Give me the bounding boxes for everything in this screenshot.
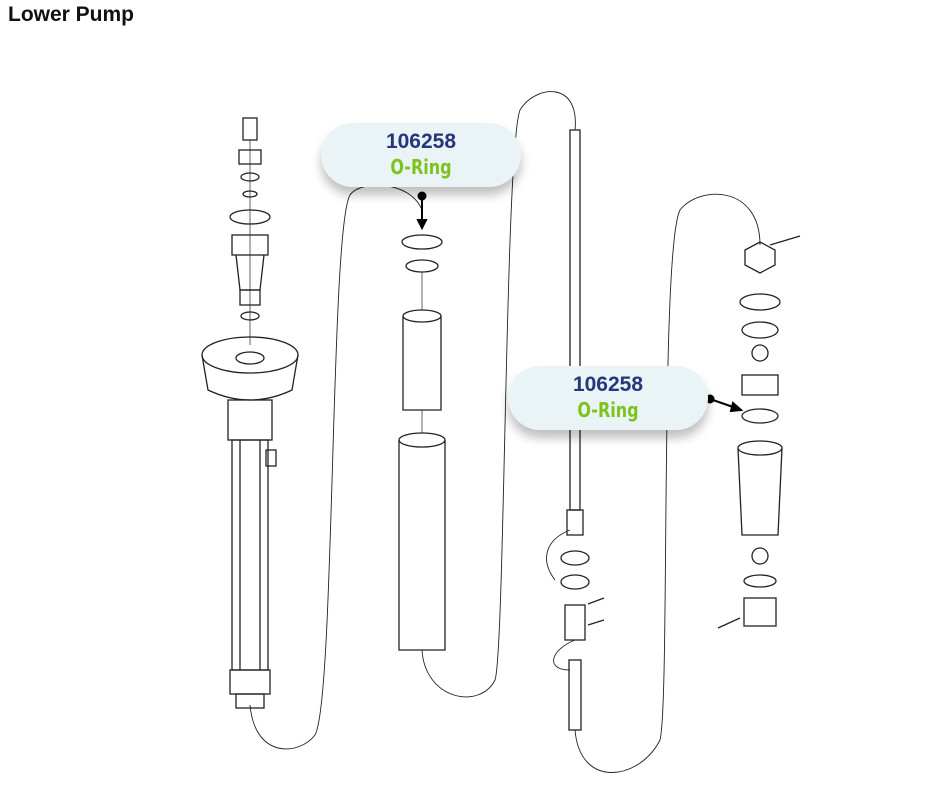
assembly-route-line: [249, 91, 761, 773]
part-number: 106258: [572, 373, 644, 396]
part-name: O-Ring: [390, 155, 452, 179]
callout-o-ring-1: 106258 O-Ring: [321, 123, 521, 187]
part-number: 106258: [385, 130, 457, 153]
page-title: Lower Pump: [8, 3, 135, 26]
callout-o-ring-2: 106258 O-Ring: [508, 366, 708, 430]
callout-arrow-2: [705, 394, 744, 413]
callout-arrow-1: [416, 191, 428, 231]
part-name: O-Ring: [577, 398, 639, 422]
pump-column-4: [717, 235, 801, 629]
pump-column-3: [560, 129, 605, 731]
pump-column-2: [398, 234, 446, 651]
pump-column-1: [201, 117, 299, 709]
